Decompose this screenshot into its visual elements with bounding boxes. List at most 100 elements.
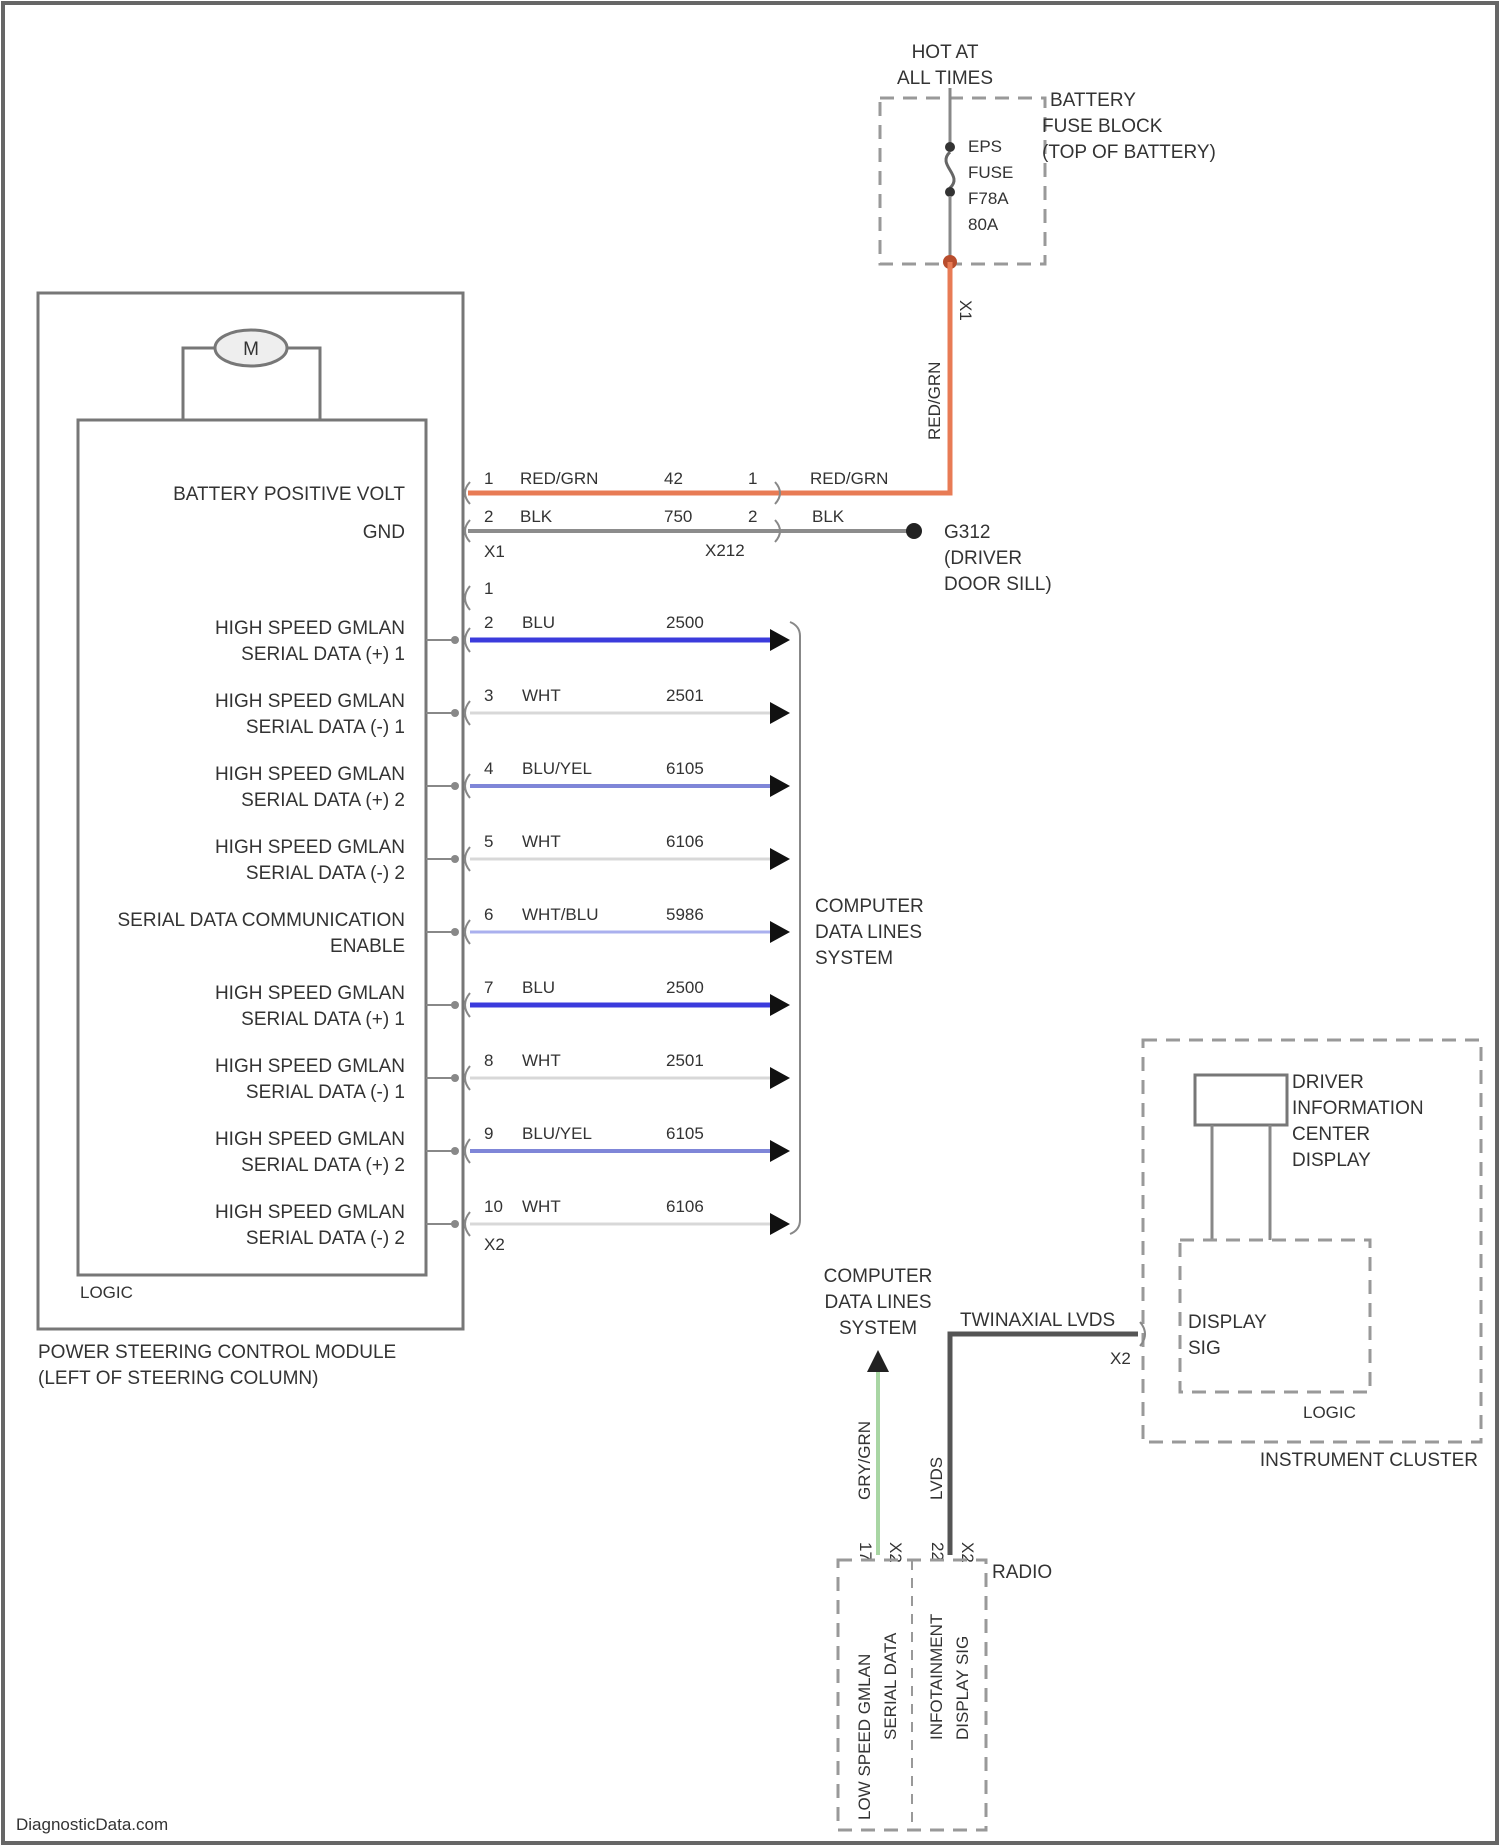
pin-number: 7 — [484, 978, 493, 997]
connector-arc — [465, 628, 470, 652]
wire-color: WHT — [522, 686, 561, 705]
pscm-name-2: (LEFT OF STEERING COLUMN) — [38, 1368, 318, 1389]
far-wire-color: BLK — [812, 507, 845, 526]
pin-number: 6 — [484, 905, 493, 924]
data-pin-row: HIGH SPEED GMLANSERIAL DATA (+) 29BLU/YE… — [215, 1124, 790, 1176]
radio-func-1-line-2: SERIAL DATA — [881, 1632, 900, 1740]
fuse-id-4: 80A — [968, 215, 999, 234]
fuse-connector-x1: X1 — [956, 300, 975, 321]
lvds-wire-label: LVDS — [927, 1457, 946, 1500]
fuse-block-label-1: BATTERY — [1050, 90, 1136, 111]
cluster-input-label-1: DISPLAY — [1188, 1312, 1267, 1333]
pin-number: 4 — [484, 759, 493, 778]
arrow-icon — [770, 994, 790, 1016]
data-lines-ref-arrow — [867, 1350, 889, 1372]
arrow-icon — [770, 702, 790, 724]
radio-pin-b: 22 — [928, 1542, 947, 1561]
fuse-id-3: F78A — [968, 189, 1009, 208]
inline-pin-number: 1 — [748, 469, 757, 488]
fuse-id-1: EPS — [968, 137, 1002, 156]
pin-function-label-2: ENABLE — [330, 936, 405, 957]
fuse-block-outline — [880, 98, 1045, 264]
pin-function-label-2: SERIAL DATA (-) 1 — [246, 717, 405, 738]
pin-function-label-1: HIGH SPEED GMLAN — [215, 1202, 405, 1223]
pscm-logic-label: LOGIC — [80, 1283, 133, 1302]
circuit-number: 6106 — [666, 1197, 704, 1216]
pin-function-label-2: SERIAL DATA (-) 2 — [246, 863, 405, 884]
wire-color: BLU — [522, 613, 555, 632]
ground-terminal — [906, 523, 922, 539]
wire-color: WHT — [522, 1051, 561, 1070]
circuit-number: 6106 — [666, 832, 704, 851]
connector-arc — [465, 701, 470, 725]
circuit-number: 6105 — [666, 1124, 704, 1143]
far-wire-color: RED/GRN — [810, 469, 888, 488]
data-pin-row: SERIAL DATA COMMUNICATIONENABLE6WHT/BLU5… — [118, 905, 791, 957]
circuit-number: 2500 — [666, 613, 704, 632]
dic-display-box — [1195, 1075, 1287, 1125]
fuse-terminal-top — [945, 142, 955, 152]
pin-label-ground: GND — [363, 522, 405, 543]
pscm-connector-x1: X1 — [484, 542, 505, 561]
pin-number: 8 — [484, 1051, 493, 1070]
circuit-number: 2501 — [666, 686, 704, 705]
wire-color: WHT — [522, 1197, 561, 1216]
pin-function-label-2: SERIAL DATA (-) 1 — [246, 1082, 405, 1103]
connector-arc — [465, 1139, 470, 1163]
pin-number: 1 — [484, 469, 493, 488]
ground-location-2: DOOR SILL) — [944, 574, 1052, 595]
pin-function-label-1: HIGH SPEED GMLAN — [215, 983, 405, 1004]
twinaxial-link-label: TWINAXIAL LVDS — [960, 1310, 1115, 1331]
data-pin-row: HIGH SPEED GMLAN SERIAL DATA (+) 2 4 BLU/YE… — [215, 759, 790, 811]
arrow-icon — [770, 1067, 790, 1089]
arrow-icon — [770, 1140, 790, 1162]
data-lines-ref-label-2: DATA LINES — [825, 1292, 932, 1313]
wire-color: RED/GRN — [520, 469, 598, 488]
watermark: DiagnosticData.com — [16, 1815, 168, 1834]
connector-arc — [465, 993, 470, 1017]
data-lines-ref-label-3: SYSTEM — [839, 1318, 917, 1339]
battery-feed-wire — [468, 262, 950, 493]
dic-label-3: CENTER — [1292, 1124, 1370, 1145]
all-times-label: ALL TIMES — [897, 68, 993, 89]
serial-data-wire-color: GRY/GRN — [855, 1421, 874, 1500]
pin-function-label-2: SERIAL DATA (+) 2 — [241, 790, 405, 811]
empty-pin-1: 1 — [484, 579, 493, 598]
pin-label-battery-positive: BATTERY POSITIVE VOLT — [173, 484, 405, 505]
feed-wire-label: RED/GRN — [925, 362, 944, 440]
pin-function-label-1: HIGH SPEED GMLAN — [215, 837, 405, 858]
connector-arc — [465, 1212, 470, 1236]
hot-at-label: HOT AT — [912, 42, 979, 63]
dic-label-2: INFORMATION — [1292, 1098, 1424, 1119]
circuit-number: 5986 — [666, 905, 704, 924]
wire-color: BLU/YEL — [522, 759, 592, 778]
pin-function-label-1: HIGH SPEED GMLAN — [215, 618, 405, 639]
circuit-number: 6105 — [666, 759, 704, 778]
data-pin-row: HIGH SPEED GMLANSERIAL DATA (-) 25WHT610… — [215, 832, 790, 884]
data-lines-label-3: SYSTEM — [815, 948, 893, 969]
inline-connector-x212: X212 — [705, 541, 745, 560]
fuse-block-label-2: FUSE BLOCK — [1042, 116, 1163, 137]
cluster-connector-x2: X2 — [1110, 1349, 1131, 1368]
power-pin-row-2: GND 2 BLK 750 2 BLK — [363, 507, 845, 543]
pin-function-label-2: SERIAL DATA (+) 1 — [241, 1009, 405, 1030]
instrument-cluster: DRIVER INFORMATION CENTER DISPLAY DISPLA… — [1143, 1040, 1481, 1471]
arrow-icon — [770, 629, 790, 651]
radio-pin-a: 17 — [856, 1542, 875, 1561]
radio-module: RADIO LOW SPEED GMLAN SERIAL DATA INFOTA… — [838, 1560, 1052, 1830]
pin-function-label-1: SERIAL DATA COMMUNICATION — [118, 910, 406, 931]
ground-location-1: (DRIVER — [944, 548, 1022, 569]
radio-label: RADIO — [992, 1562, 1052, 1583]
pin-function-label-1: HIGH SPEED GMLAN — [215, 1056, 405, 1077]
motor-label: M — [243, 339, 259, 360]
cluster-label: INSTRUMENT CLUSTER — [1260, 1450, 1478, 1471]
wire-color: BLK — [520, 507, 553, 526]
pin-function-label-2: SERIAL DATA (+) 1 — [241, 644, 405, 665]
pin-function-label-1: HIGH SPEED GMLAN — [215, 764, 405, 785]
connector-arc — [465, 920, 470, 944]
inline-pin-number: 2 — [748, 507, 757, 526]
